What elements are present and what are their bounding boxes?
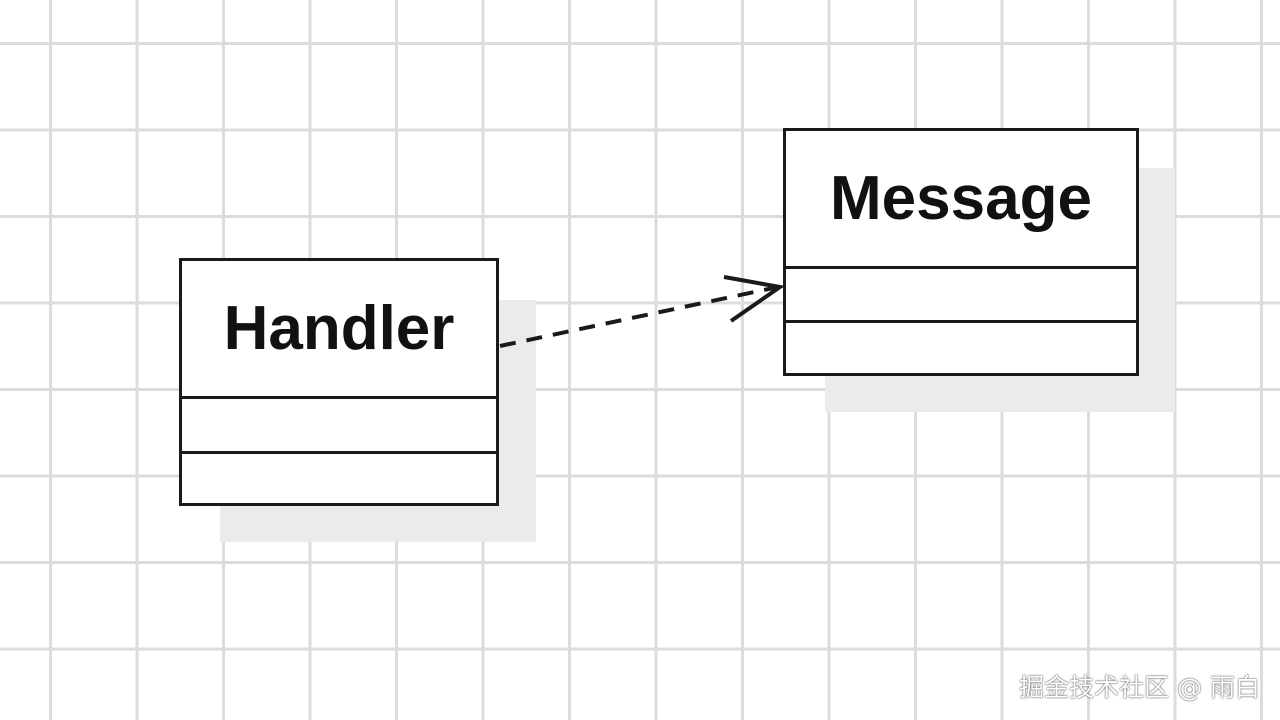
handler-operations-compartment[interactable] <box>182 454 496 503</box>
message-class-box[interactable]: Message <box>783 128 1139 376</box>
dependency-dashed-line <box>499 285 779 348</box>
message-class-name: Message <box>786 131 1136 269</box>
handler-attributes-compartment[interactable] <box>182 399 496 454</box>
watermark-text: 掘金技术社区 @ 雨白 <box>1019 673 1260 702</box>
handler-class-name: Handler <box>182 261 496 399</box>
message-attributes-compartment[interactable] <box>786 269 1136 323</box>
open-arrowhead-icon <box>723 275 786 323</box>
handler-class-box[interactable]: Handler <box>179 258 499 506</box>
message-operations-compartment[interactable] <box>786 323 1136 373</box>
